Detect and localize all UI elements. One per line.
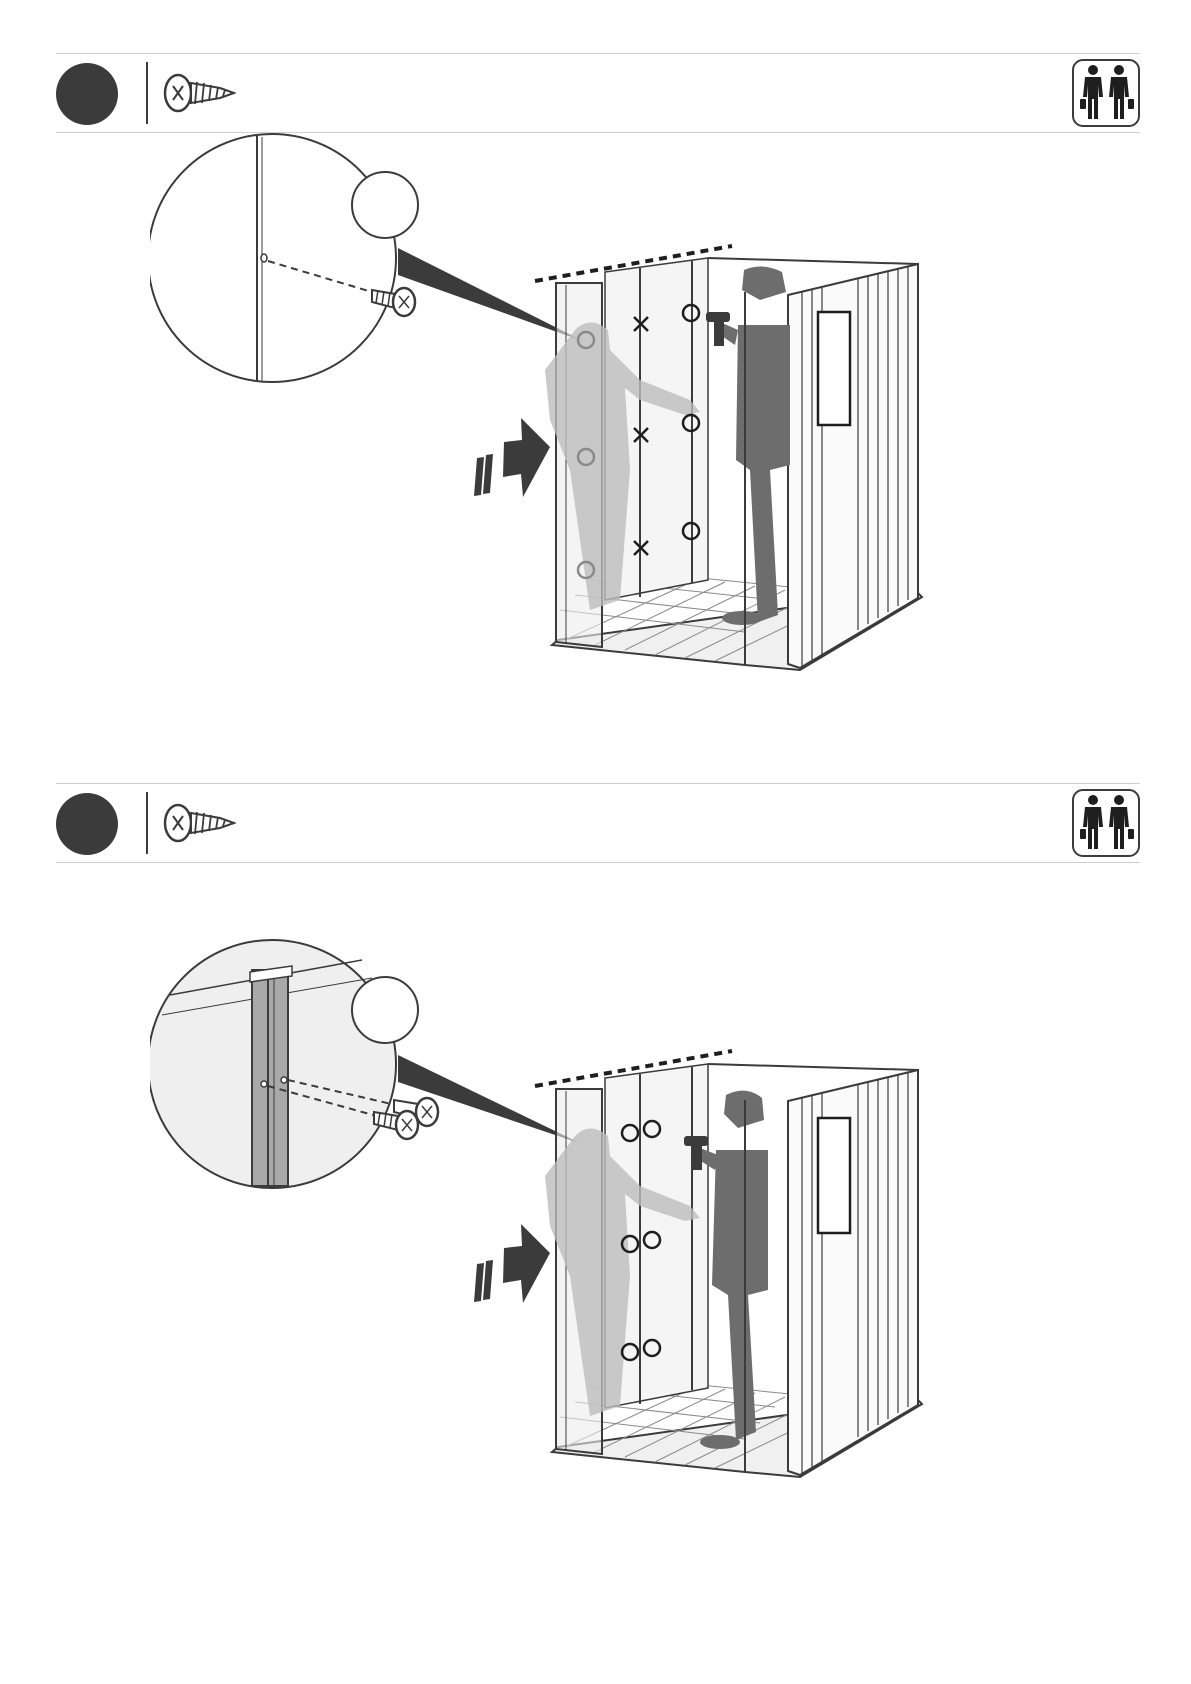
step-1-illustration [150,133,1010,773]
step-1-header [56,53,1140,133]
shed-window [818,312,850,425]
screw-icon [162,801,236,845]
shed-structure [535,1051,922,1477]
header-rule-bottom [56,862,1140,863]
step-2-illustration [150,933,1010,1503]
screw-detail [374,1111,418,1139]
step-number-badge [56,793,118,855]
person-drilling [706,266,790,625]
shed-structure [535,246,922,670]
step-1 [0,53,1191,773]
header-rule-top [56,783,1140,784]
step-2-header [56,783,1140,863]
header-divider [146,62,148,124]
two-person-icon [1072,59,1140,127]
step-2 [0,783,1191,1503]
detail-zoom-circle [150,134,585,382]
detail-zoom-circle [150,940,582,1188]
push-arrow-icon [474,418,550,497]
header-divider [146,792,148,854]
shed-window [818,1118,850,1233]
header-rule-top [56,53,1140,54]
step-number-badge [56,63,118,125]
screw-icon [162,71,236,115]
push-arrow-icon [474,1224,550,1303]
two-person-icon [1072,789,1140,857]
